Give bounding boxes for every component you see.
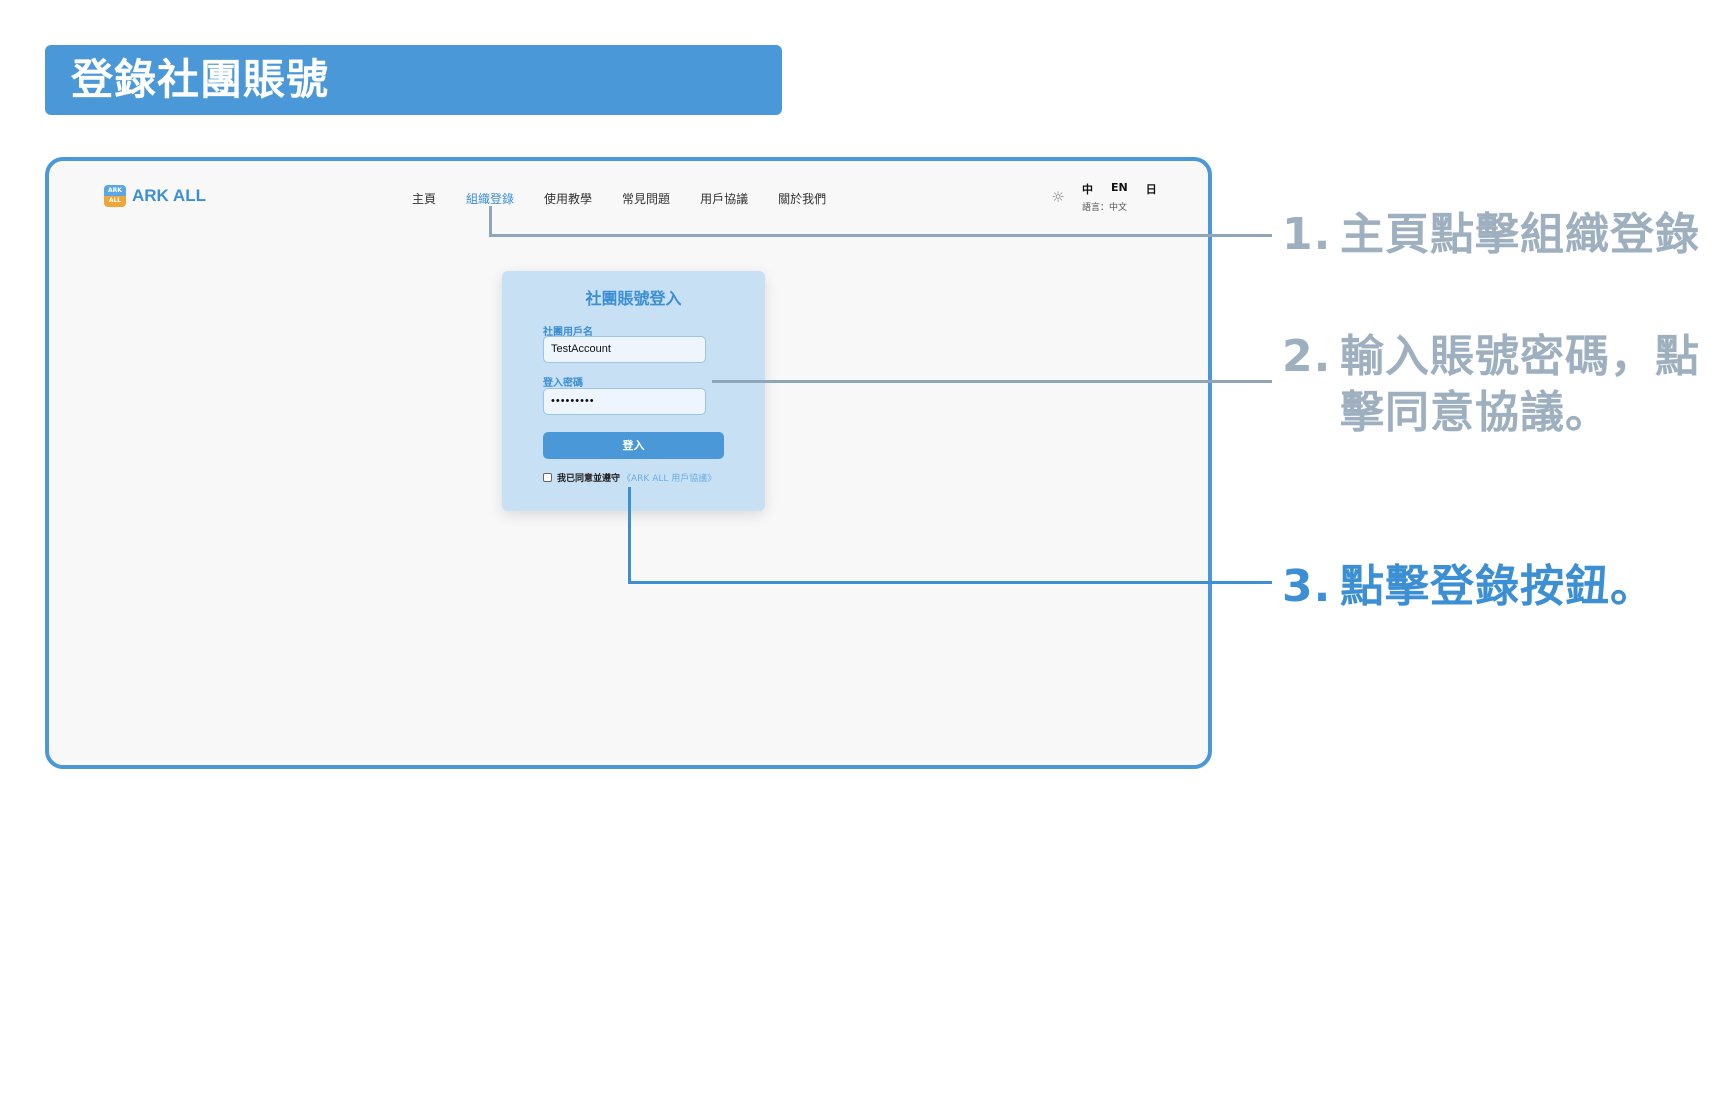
step-1: 1.主頁點擊組織登錄 bbox=[1282, 207, 1700, 263]
nav-item-user-agreement[interactable]: 用戶協議 bbox=[700, 192, 749, 206]
app-logo[interactable]: ARK ALL ARK ALL bbox=[104, 185, 206, 207]
top-nav: 主頁 組織登錄 使用教學 常見問題 用戶協議 關於我們 bbox=[412, 190, 826, 207]
agreement-link[interactable]: 《ARK ALL 用戶協議》 bbox=[622, 474, 717, 484]
step-2-number: 2. bbox=[1282, 331, 1332, 382]
username-input[interactable]: TestAccount bbox=[543, 336, 706, 363]
logo-mark-icon: ARK ALL bbox=[104, 185, 126, 207]
login-card: 社團賬號登入 社團用戶名 TestAccount 登入密碼 ••••••••• … bbox=[502, 271, 765, 511]
step-2-text-line-2: 擊同意協議。 bbox=[1340, 387, 1610, 438]
password-label: 登入密碼 bbox=[543, 378, 583, 389]
callout-line-3-vertical bbox=[628, 487, 631, 583]
password-input[interactable]: ••••••••• bbox=[543, 388, 706, 415]
lang-option-ja[interactable]: 日 bbox=[1145, 183, 1157, 196]
callout-line-3-horizontal bbox=[628, 581, 1272, 584]
nav-item-tutorial[interactable]: 使用教學 bbox=[544, 192, 593, 206]
language-switcher: 中 EN 日 語言：中文 bbox=[1082, 181, 1157, 213]
step-3: 3.點擊登錄按鈕。 bbox=[1282, 559, 1655, 615]
logo-name: ARK ALL bbox=[132, 186, 206, 205]
step-1-number: 1. bbox=[1282, 209, 1332, 260]
lang-option-zh[interactable]: 中 bbox=[1082, 183, 1093, 196]
logo-mark-top: ARK bbox=[108, 187, 122, 194]
nav-item-home[interactable]: 主頁 bbox=[412, 192, 437, 206]
username-label: 社團用戶名 bbox=[543, 327, 593, 338]
nav-item-org-login[interactable]: 組織登錄 bbox=[466, 192, 515, 206]
login-card-title: 社團賬號登入 bbox=[585, 289, 682, 308]
agree-checkbox[interactable] bbox=[543, 473, 552, 482]
agreement-row: 我已同意並遵守 《ARK ALL 用戶協議》 bbox=[543, 471, 716, 484]
callout-line-1-horizontal bbox=[489, 234, 1272, 237]
step-3-text: 點擊登錄按鈕。 bbox=[1340, 561, 1655, 612]
step-2-text-line-1: 輸入賬號密碼，點 bbox=[1340, 331, 1700, 382]
login-button[interactable]: 登入 bbox=[543, 432, 724, 459]
nav-item-faq[interactable]: 常見問題 bbox=[622, 192, 671, 206]
lang-current: 語言：中文 bbox=[1082, 203, 1128, 213]
callout-line-2 bbox=[712, 380, 1272, 383]
sun-icon[interactable]: ☼ bbox=[1051, 188, 1065, 206]
logo-mark-bottom: ALL bbox=[108, 197, 122, 204]
step-3-number: 3. bbox=[1282, 561, 1332, 612]
page-banner: 登錄社團賬號 bbox=[45, 45, 782, 115]
step-1-text: 主頁點擊組織登錄 bbox=[1340, 209, 1700, 260]
callout-line-1-vertical bbox=[489, 206, 492, 236]
app-screenshot-frame: ARK ALL ARK ALL 主頁 組織登錄 使用教學 常見問題 用戶協議 關… bbox=[45, 157, 1212, 769]
agree-text: 我已同意並遵守 bbox=[557, 474, 621, 484]
step-2: 2.輸入賬號密碼，點 擊同意協議。 bbox=[1282, 329, 1700, 441]
nav-item-about[interactable]: 關於我們 bbox=[778, 192, 827, 206]
lang-option-en[interactable]: EN bbox=[1111, 181, 1128, 194]
